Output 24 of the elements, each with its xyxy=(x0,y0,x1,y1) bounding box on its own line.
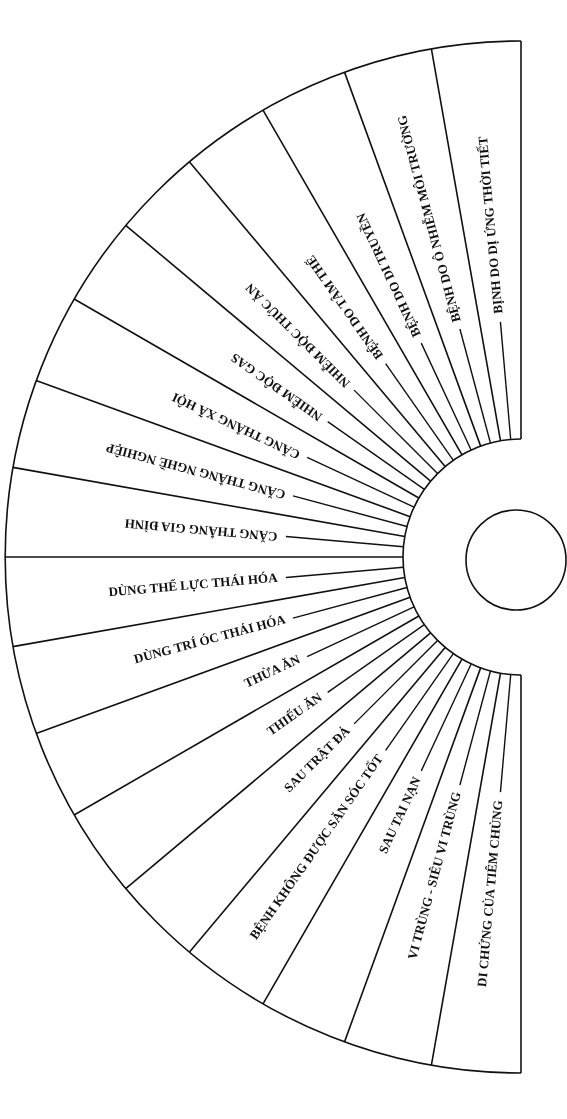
leader-line xyxy=(327,623,426,694)
leader-line xyxy=(353,639,439,725)
fan-segment-label: DÙNG THỂ LỰC THÁI HÓA xyxy=(16,569,279,611)
center-circle xyxy=(465,509,567,611)
leader-line xyxy=(285,566,405,579)
leader-line xyxy=(459,328,492,444)
leader-line xyxy=(327,420,426,490)
leader-line xyxy=(384,652,454,752)
leader-line xyxy=(292,586,408,619)
fan-segment-label: BỊNH DO DỊ ỨNG THỜI TIẾT xyxy=(467,52,509,315)
leader-line xyxy=(292,495,408,528)
hub-semicircle xyxy=(403,439,521,675)
leader-line xyxy=(499,673,512,793)
leader-line xyxy=(384,363,454,462)
leader-line xyxy=(499,321,512,441)
leader-line xyxy=(420,342,472,451)
leader-line xyxy=(306,456,415,508)
fan-segment-label: DI CHỨNG CỦA TIÊM CHỦNG xyxy=(467,799,509,1062)
leader-line xyxy=(353,389,439,475)
leader-line xyxy=(306,606,415,658)
leader-line xyxy=(420,663,472,772)
leader-line xyxy=(459,670,492,786)
fan-segment-label: CĂNG THẲNG GIA ĐÌNH xyxy=(16,503,279,545)
leader-line xyxy=(285,535,405,548)
